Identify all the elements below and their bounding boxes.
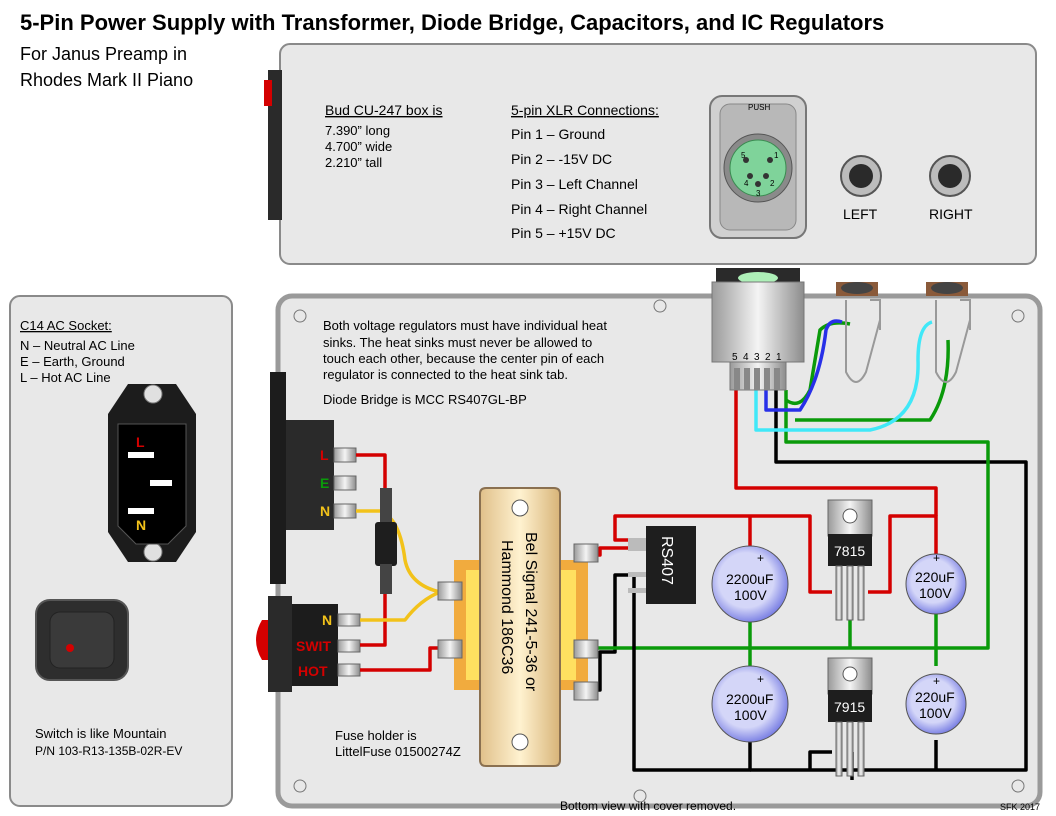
cap-bottom-big-plus: + [757, 672, 764, 686]
regulator-7815 [827, 499, 873, 621]
left-jack [840, 155, 882, 197]
diagram-title: 5-Pin Power Supply with Transformer, Dio… [20, 10, 884, 35]
footer-credit: SFK 2017 [1000, 802, 1040, 812]
c14-heading: C14 AC Socket: [20, 318, 112, 333]
right-jack-label: RIGHT [929, 206, 973, 222]
fuse-note-line1: Fuse holder is [335, 728, 417, 743]
switch-note-line1: Switch is like Mountain [35, 726, 167, 741]
cap-bottom-big-voltage: 100V [734, 707, 767, 723]
c14-socket-rear [270, 372, 357, 584]
xlr-rear-pin1: 1 [776, 352, 782, 363]
switch-terminal-n: N [322, 612, 332, 628]
c14-line-n: N – Neutral AC Line [20, 338, 135, 353]
c14-ac-socket [108, 384, 196, 562]
cap-top-big-plus: + [757, 551, 764, 565]
regulator-7815-label: 7815 [834, 543, 865, 559]
xlr-rear-pin4: 4 [743, 352, 749, 363]
fuse-note-line2: LittelFuse 01500274Z [335, 744, 461, 759]
c14-socket-l: L [136, 434, 145, 450]
xlr-push-label: PUSH [748, 103, 770, 112]
xlr-face-pin5: 5 [741, 151, 746, 160]
capacitor-2200uf-top [711, 545, 789, 623]
heatsink-note-2: sinks. The heat sinks must never be allo… [323, 335, 592, 350]
box-dim-tall: 2.210” tall [325, 155, 382, 170]
c14-socket-n: N [136, 517, 146, 533]
rocker-switch-rear [256, 596, 361, 692]
switch-terminal-swit: SWIT [296, 638, 331, 654]
cap-bottom-small-value: 220uF [915, 689, 955, 705]
switch-note-line2: P/N 103-R13-135B-02R-EV [35, 744, 182, 758]
xlr-face-pin2: 2 [770, 179, 775, 188]
cap-top-small-value: 220uF [915, 569, 955, 585]
left-jack-label: LEFT [843, 206, 878, 222]
transformer-label-2: Hammond 186C36 [498, 540, 515, 674]
regulator-7915-label: 7915 [834, 699, 865, 715]
ac-terminal-e: E [320, 475, 329, 491]
xlr-pin5: Pin 5 – +15V DC [511, 225, 616, 241]
xlr-pin3: Pin 3 – Left Channel [511, 176, 638, 192]
c14-line-l: L – Hot AC Line [20, 370, 111, 385]
cap-top-small-plus: + [933, 551, 940, 565]
ac-terminal-l: L [320, 447, 329, 463]
xlr-face-pin4: 4 [744, 179, 749, 188]
rocker-switch-face [35, 599, 129, 681]
capacitor-220uf-bottom [905, 673, 967, 735]
cap-top-big-voltage: 100V [734, 587, 767, 603]
switch-terminal-hot: HOT [298, 663, 328, 679]
right-jack-rear [926, 282, 971, 383]
transformer [437, 487, 599, 767]
cap-top-small-voltage: 100V [919, 585, 952, 601]
xlr-connector-face [709, 95, 807, 239]
footer-caption: Bottom view with cover removed. [560, 799, 736, 813]
xlr-pin4: Pin 4 – Right Channel [511, 201, 647, 217]
regulator-7915 [827, 657, 873, 777]
ac-terminal-n: N [320, 503, 330, 519]
fuse-holder [375, 488, 397, 594]
capacitor-2200uf-bottom [711, 665, 789, 743]
xlr-rear-pin5: 5 [732, 352, 738, 363]
cap-top-big-value: 2200uF [726, 571, 773, 587]
heatsink-note-1: Both voltage regulators must have indivi… [323, 318, 607, 333]
xlr-face-pin1: 1 [774, 151, 779, 160]
xlr-pin2: Pin 2 – -15V DC [511, 151, 612, 167]
left-jack-rear [836, 282, 881, 383]
diode-bridge-note: Diode Bridge is MCC RS407GL-BP [323, 392, 527, 407]
heatsink-note-3: touch each other, because the center pin… [323, 351, 604, 366]
diode-bridge-label: RS407 [658, 536, 675, 585]
xlr-pin1: Pin 1 – Ground [511, 126, 605, 142]
xlr-rear-pin2: 2 [765, 352, 771, 363]
subtitle-line2: Rhodes Mark II Piano [20, 70, 193, 90]
cap-bottom-small-voltage: 100V [919, 705, 952, 721]
xlr-rear-pin3: 3 [754, 352, 760, 363]
xlr-connector-rear [711, 268, 805, 391]
right-jack [929, 155, 971, 197]
heatsink-note-4: regulator is connected to the heat sink … [323, 367, 568, 382]
cap-bottom-big-value: 2200uF [726, 691, 773, 707]
box-dim-long: 7.390” long [325, 123, 390, 138]
xlr-heading: 5-pin XLR Connections: [511, 102, 659, 118]
box-heading: Bud CU-247 box is [325, 102, 443, 118]
diode-bridge [628, 526, 696, 604]
c14-line-e: E – Earth, Ground [20, 354, 125, 369]
transformer-label-1: Bel Signal 241-5-36 or [522, 532, 539, 692]
cap-bottom-small-plus: + [933, 674, 940, 688]
xlr-face-pin3: 3 [756, 189, 761, 198]
capacitor-220uf-top [905, 553, 967, 615]
box-dim-wide: 4.700” wide [325, 139, 392, 154]
box-side-panel [264, 43, 1037, 265]
subtitle-line1: For Janus Preamp in [20, 44, 187, 64]
